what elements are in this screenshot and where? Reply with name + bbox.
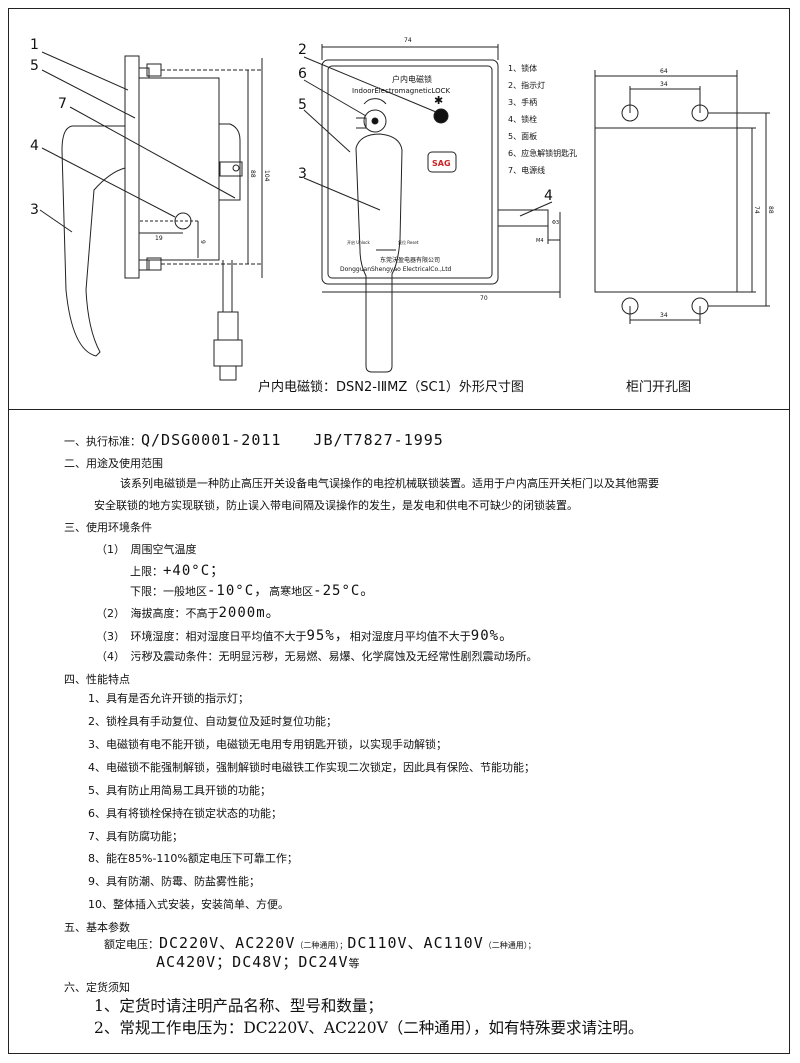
dim-phi: Φ3 (552, 220, 559, 226)
unlock-label: 开启 Unlock (347, 239, 370, 245)
cable-connector (217, 311, 239, 341)
front-callout-2: 2 (298, 42, 307, 58)
dim-70: 70 (480, 295, 488, 302)
dim-9: 9 (199, 240, 206, 244)
technical-drawings: 1 5 7 4 3 88 104 19 9 (30, 37, 774, 381)
dim-64: 64 (660, 68, 668, 75)
callout-5: 5 (30, 58, 39, 74)
company-cn: 东莞沃盈电器有限公司 (380, 256, 440, 264)
legend-item: 1、锁体 (508, 63, 537, 73)
front-callout-3: 3 (298, 166, 307, 182)
legend-item: 5、面板 (508, 131, 537, 141)
legend-item: 6、应急解锁钥匙孔 (508, 148, 577, 158)
company-en: DongguanShengyao ElectricalCo.,Ltd (340, 266, 452, 273)
dim-104: 104 (263, 170, 270, 182)
callout-7: 7 (58, 96, 67, 112)
dim-88-right: 88 (767, 206, 774, 214)
emergency-key-hole (363, 109, 387, 133)
dim-34-bottom: 34 (660, 312, 668, 319)
dim-34-top: 34 (660, 81, 668, 88)
parts-legend: 1、锁体 2、指示灯 3、手柄 4、锁栓 5、面板 6、应急解锁钥匙孔 7、电源… (508, 63, 577, 175)
legend-item: 3、手柄 (508, 97, 537, 107)
section-divider (8, 409, 790, 410)
side-view-drawing (39, 51, 263, 381)
reset-label: 复位 Reset (398, 239, 419, 245)
callout-4: 4 (30, 138, 39, 154)
sag-logo: SAG (432, 159, 451, 168)
dim-88-left: 88 (249, 170, 256, 178)
door-cutout-drawing (594, 70, 770, 324)
side-handle (61, 125, 126, 357)
front-handle (355, 133, 403, 373)
front-view-drawing (303, 44, 561, 373)
caption-dimension-drawing: 户内电磁锁：DSN2-ⅠⅡMZ（SC1）外形尺寸图 (258, 380, 524, 395)
cutout-rectangle (594, 127, 738, 293)
caption-cutout-drawing: 柜门开孔图 (626, 380, 692, 395)
callout-1: 1 (30, 37, 39, 53)
front-callout-5: 5 (298, 97, 307, 113)
legend-item: 2、指示灯 (508, 80, 545, 90)
front-callout-4: 4 (544, 188, 553, 204)
dim-74-right: 74 (753, 206, 760, 214)
page-frame (8, 8, 790, 1054)
dim-19: 19 (155, 235, 163, 242)
front-panel (321, 59, 499, 285)
front-bolt (497, 209, 549, 227)
lock-title-cn: 户内电磁锁 (392, 74, 432, 84)
indicator-lamp (433, 108, 449, 124)
callout-3: 3 (30, 202, 39, 218)
legend-item: 7、电源线 (508, 165, 545, 175)
indicator-star: ✱ (434, 94, 443, 107)
lock-title-en: IndoorElectromagneticLOCK (352, 87, 451, 95)
dim-74-top: 74 (404, 37, 412, 44)
legend-item: 4、锁栓 (508, 114, 537, 124)
front-callout-6: 6 (298, 66, 307, 82)
side-lock-body (138, 77, 220, 261)
dim-m4: M4 (536, 238, 544, 244)
